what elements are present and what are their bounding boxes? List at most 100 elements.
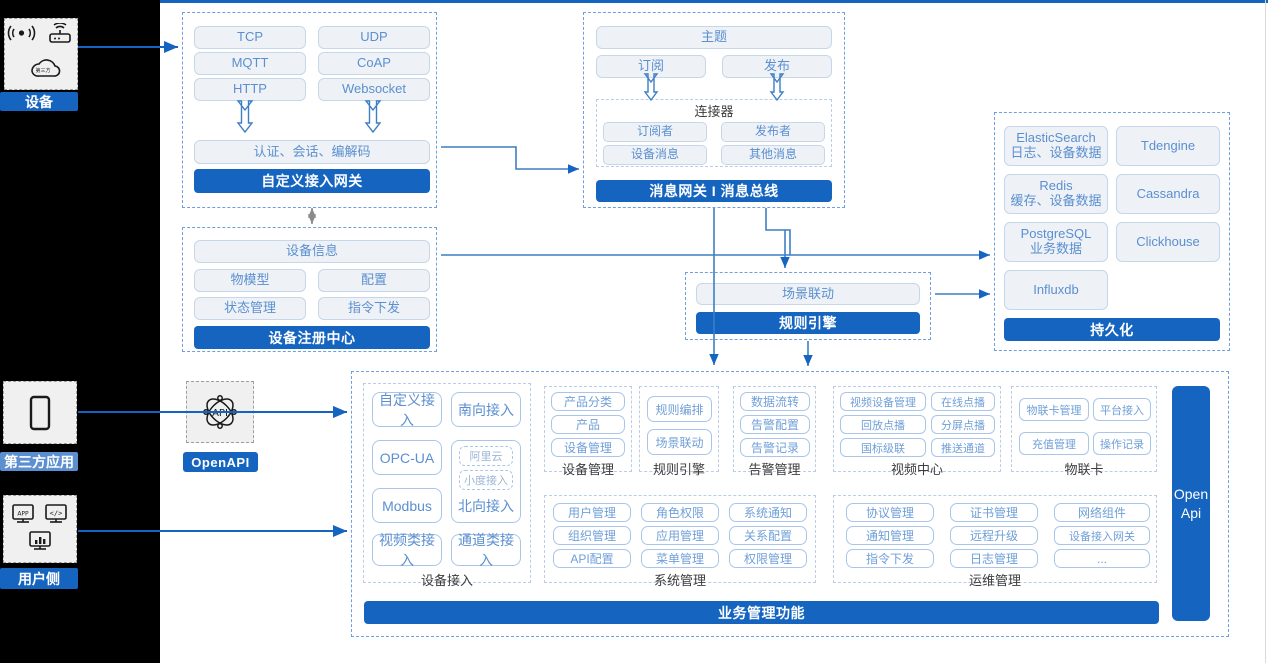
om-protocol-mgmt[interactable]: 协议管理 <box>846 503 934 522</box>
gateway-title-bar[interactable]: 自定义接入网关 <box>194 169 430 193</box>
om-device-access-gateway[interactable]: 设备接入网关 <box>1054 526 1150 545</box>
message-bus-title-bar[interactable]: 消息网关 I 消息总线 <box>596 180 832 202</box>
persistence-title-bar[interactable]: 持久化 <box>1004 318 1220 341</box>
dm-device-mgmt[interactable]: 设备管理 <box>551 438 625 457</box>
rule-engine-title-bar[interactable]: 规则引擎 <box>696 312 920 334</box>
vc-push-channel[interactable]: 推送通道 <box>931 438 995 457</box>
connector-device-message[interactable]: 设备消息 <box>603 145 707 165</box>
message-bus-panel <box>583 12 845 208</box>
rail-label-user-side: 用户侧 <box>0 568 78 589</box>
registry-title-bar[interactable]: 设备注册中心 <box>194 326 430 349</box>
sm-api-config[interactable]: API配置 <box>553 549 631 568</box>
protocol-coap[interactable]: CoAP <box>318 52 430 75</box>
openapi-label-bar[interactable]: OpenAPI <box>183 452 258 472</box>
ic-platform-access[interactable]: 平台接入 <box>1093 398 1151 421</box>
registry-state-mgmt[interactable]: 状态管理 <box>194 297 306 320</box>
protocol-udp[interactable]: UDP <box>318 26 430 49</box>
group-alarm-mgmt-label: 告警管理 <box>748 462 801 477</box>
om-network-component[interactable]: 网络组件 <box>1054 503 1150 522</box>
gateway-middle-layer[interactable]: 认证、会话、编解码 <box>194 140 430 164</box>
vc-gb-cascade[interactable]: 国标级联 <box>840 438 926 457</box>
registry-command-dispatch[interactable]: 指令下发 <box>318 297 430 320</box>
store-influxdb[interactable]: Influxdb <box>1004 270 1108 310</box>
group-video-center <box>833 386 1001 472</box>
am-data-transfer[interactable]: 数据流转 <box>740 392 810 411</box>
sm-relation-config[interactable]: 关系配置 <box>729 526 807 545</box>
registry-device-info[interactable]: 设备信息 <box>194 240 430 263</box>
vc-playback[interactable]: 回放点播 <box>840 415 926 434</box>
sm-user-mgmt[interactable]: 用户管理 <box>553 503 631 522</box>
connector-publisher[interactable]: 发布者 <box>721 122 825 142</box>
user-side-icon-box: APP </> <box>3 495 77 563</box>
group-rule-engine <box>639 386 719 472</box>
access-modbus[interactable]: Modbus <box>372 488 442 523</box>
access-video[interactable]: 视频类接入 <box>372 532 442 568</box>
om-log-mgmt[interactable]: 日志管理 <box>950 549 1038 568</box>
persistence-panel <box>994 112 1230 351</box>
protocol-mqtt[interactable]: MQTT <box>194 52 306 75</box>
sm-app-mgmt[interactable]: 应用管理 <box>641 526 719 545</box>
registry-config[interactable]: 配置 <box>318 269 430 292</box>
vc-split-screen[interactable]: 分屏点播 <box>931 415 995 434</box>
rail-label-device: 设备 <box>0 92 78 111</box>
group-iot-card-label: 物联卡 <box>1064 462 1104 477</box>
store-clickhouse[interactable]: Clickhouse <box>1116 222 1220 262</box>
rail-label-third-party: 第三方应用 <box>0 452 78 471</box>
protocol-http[interactable]: HTTP <box>194 78 306 101</box>
om-more[interactable]: ... <box>1054 549 1150 568</box>
open-api-vertical-bar[interactable]: Open Api <box>1172 386 1210 621</box>
access-aliyun[interactable]: 阿里云 <box>459 446 513 466</box>
subscribe-pill[interactable]: 订阅 <box>596 55 706 78</box>
om-notification-mgmt[interactable]: 通知管理 <box>846 526 934 545</box>
protocol-websocket[interactable]: Websocket <box>318 78 430 101</box>
access-xiaodu[interactable]: 小度接入 <box>459 470 513 490</box>
ic-card-mgmt[interactable]: 物联卡管理 <box>1019 398 1089 421</box>
group-device-access-label: 设备接入 <box>420 573 473 588</box>
right-divider <box>1265 0 1266 663</box>
access-southbound[interactable]: 南向接入 <box>451 392 521 427</box>
access-opcua[interactable]: OPC-UA <box>372 440 442 475</box>
dm-product[interactable]: 产品 <box>551 415 625 434</box>
sm-permission-mgmt[interactable]: 权限管理 <box>729 549 807 568</box>
store-elasticsearch[interactable]: ElasticSearch 日志、设备数据 <box>1004 126 1108 166</box>
rail-device-label-text: 设备 <box>25 93 53 110</box>
topic-pill[interactable]: 主题 <box>596 26 832 49</box>
business-footer-bar[interactable]: 业务管理功能 <box>364 601 1159 624</box>
re-rule-orchestration[interactable]: 规则编排 <box>647 396 712 422</box>
store-postgresql[interactable]: PostgreSQL 业务数据 <box>1004 222 1108 262</box>
group-iot-card <box>1011 386 1157 472</box>
open-api-line2: Api <box>1180 504 1202 521</box>
access-custom[interactable]: 自定义接入 <box>372 392 442 428</box>
publish-pill[interactable]: 发布 <box>722 55 832 78</box>
ic-operation-log[interactable]: 操作记录 <box>1093 432 1151 455</box>
re-scene-linkage[interactable]: 场景联动 <box>647 429 712 455</box>
access-channel[interactable]: 通道类接入 <box>451 532 521 568</box>
connector-other-message[interactable]: 其他消息 <box>721 145 825 165</box>
registry-panel <box>182 227 437 352</box>
rail-third-party-label-text: 第三方应用 <box>4 453 74 470</box>
rail-user-side-label-text: 用户侧 <box>18 570 60 587</box>
protocol-tcp[interactable]: TCP <box>194 26 306 49</box>
mobile-phone-icon <box>29 395 51 430</box>
ic-recharge-mgmt[interactable]: 充值管理 <box>1019 432 1089 455</box>
om-command-dispatch[interactable]: 指令下发 <box>846 549 934 568</box>
store-tdengine[interactable]: Tdengine <box>1116 126 1220 166</box>
rule-engine-scene-linkage[interactable]: 场景联动 <box>696 283 920 305</box>
registry-thing-model[interactable]: 物模型 <box>194 269 306 292</box>
connector-subscriber[interactable]: 订阅者 <box>603 122 707 142</box>
am-alarm-record[interactable]: 告警记录 <box>740 438 810 457</box>
om-certificate-mgmt[interactable]: 证书管理 <box>950 503 1038 522</box>
am-alarm-config[interactable]: 告警配置 <box>740 415 810 434</box>
dm-product-category[interactable]: 产品分类 <box>551 392 625 411</box>
store-redis[interactable]: Redis 缓存、设备数据 <box>1004 174 1108 214</box>
vc-online-play[interactable]: 在线点播 <box>931 392 995 411</box>
sm-system-notice[interactable]: 系统通知 <box>729 503 807 522</box>
sm-role-permission[interactable]: 角色权限 <box>641 503 719 522</box>
sm-org-mgmt[interactable]: 组织管理 <box>553 526 631 545</box>
sm-menu-mgmt[interactable]: 菜单管理 <box>641 549 719 568</box>
group-device-mgmt <box>544 386 632 472</box>
svg-text:第三方: 第三方 <box>35 67 50 74</box>
store-cassandra[interactable]: Cassandra <box>1116 174 1220 214</box>
vc-video-device-mgmt[interactable]: 视频设备管理 <box>840 392 926 411</box>
om-remote-upgrade[interactable]: 远程升级 <box>950 526 1038 545</box>
